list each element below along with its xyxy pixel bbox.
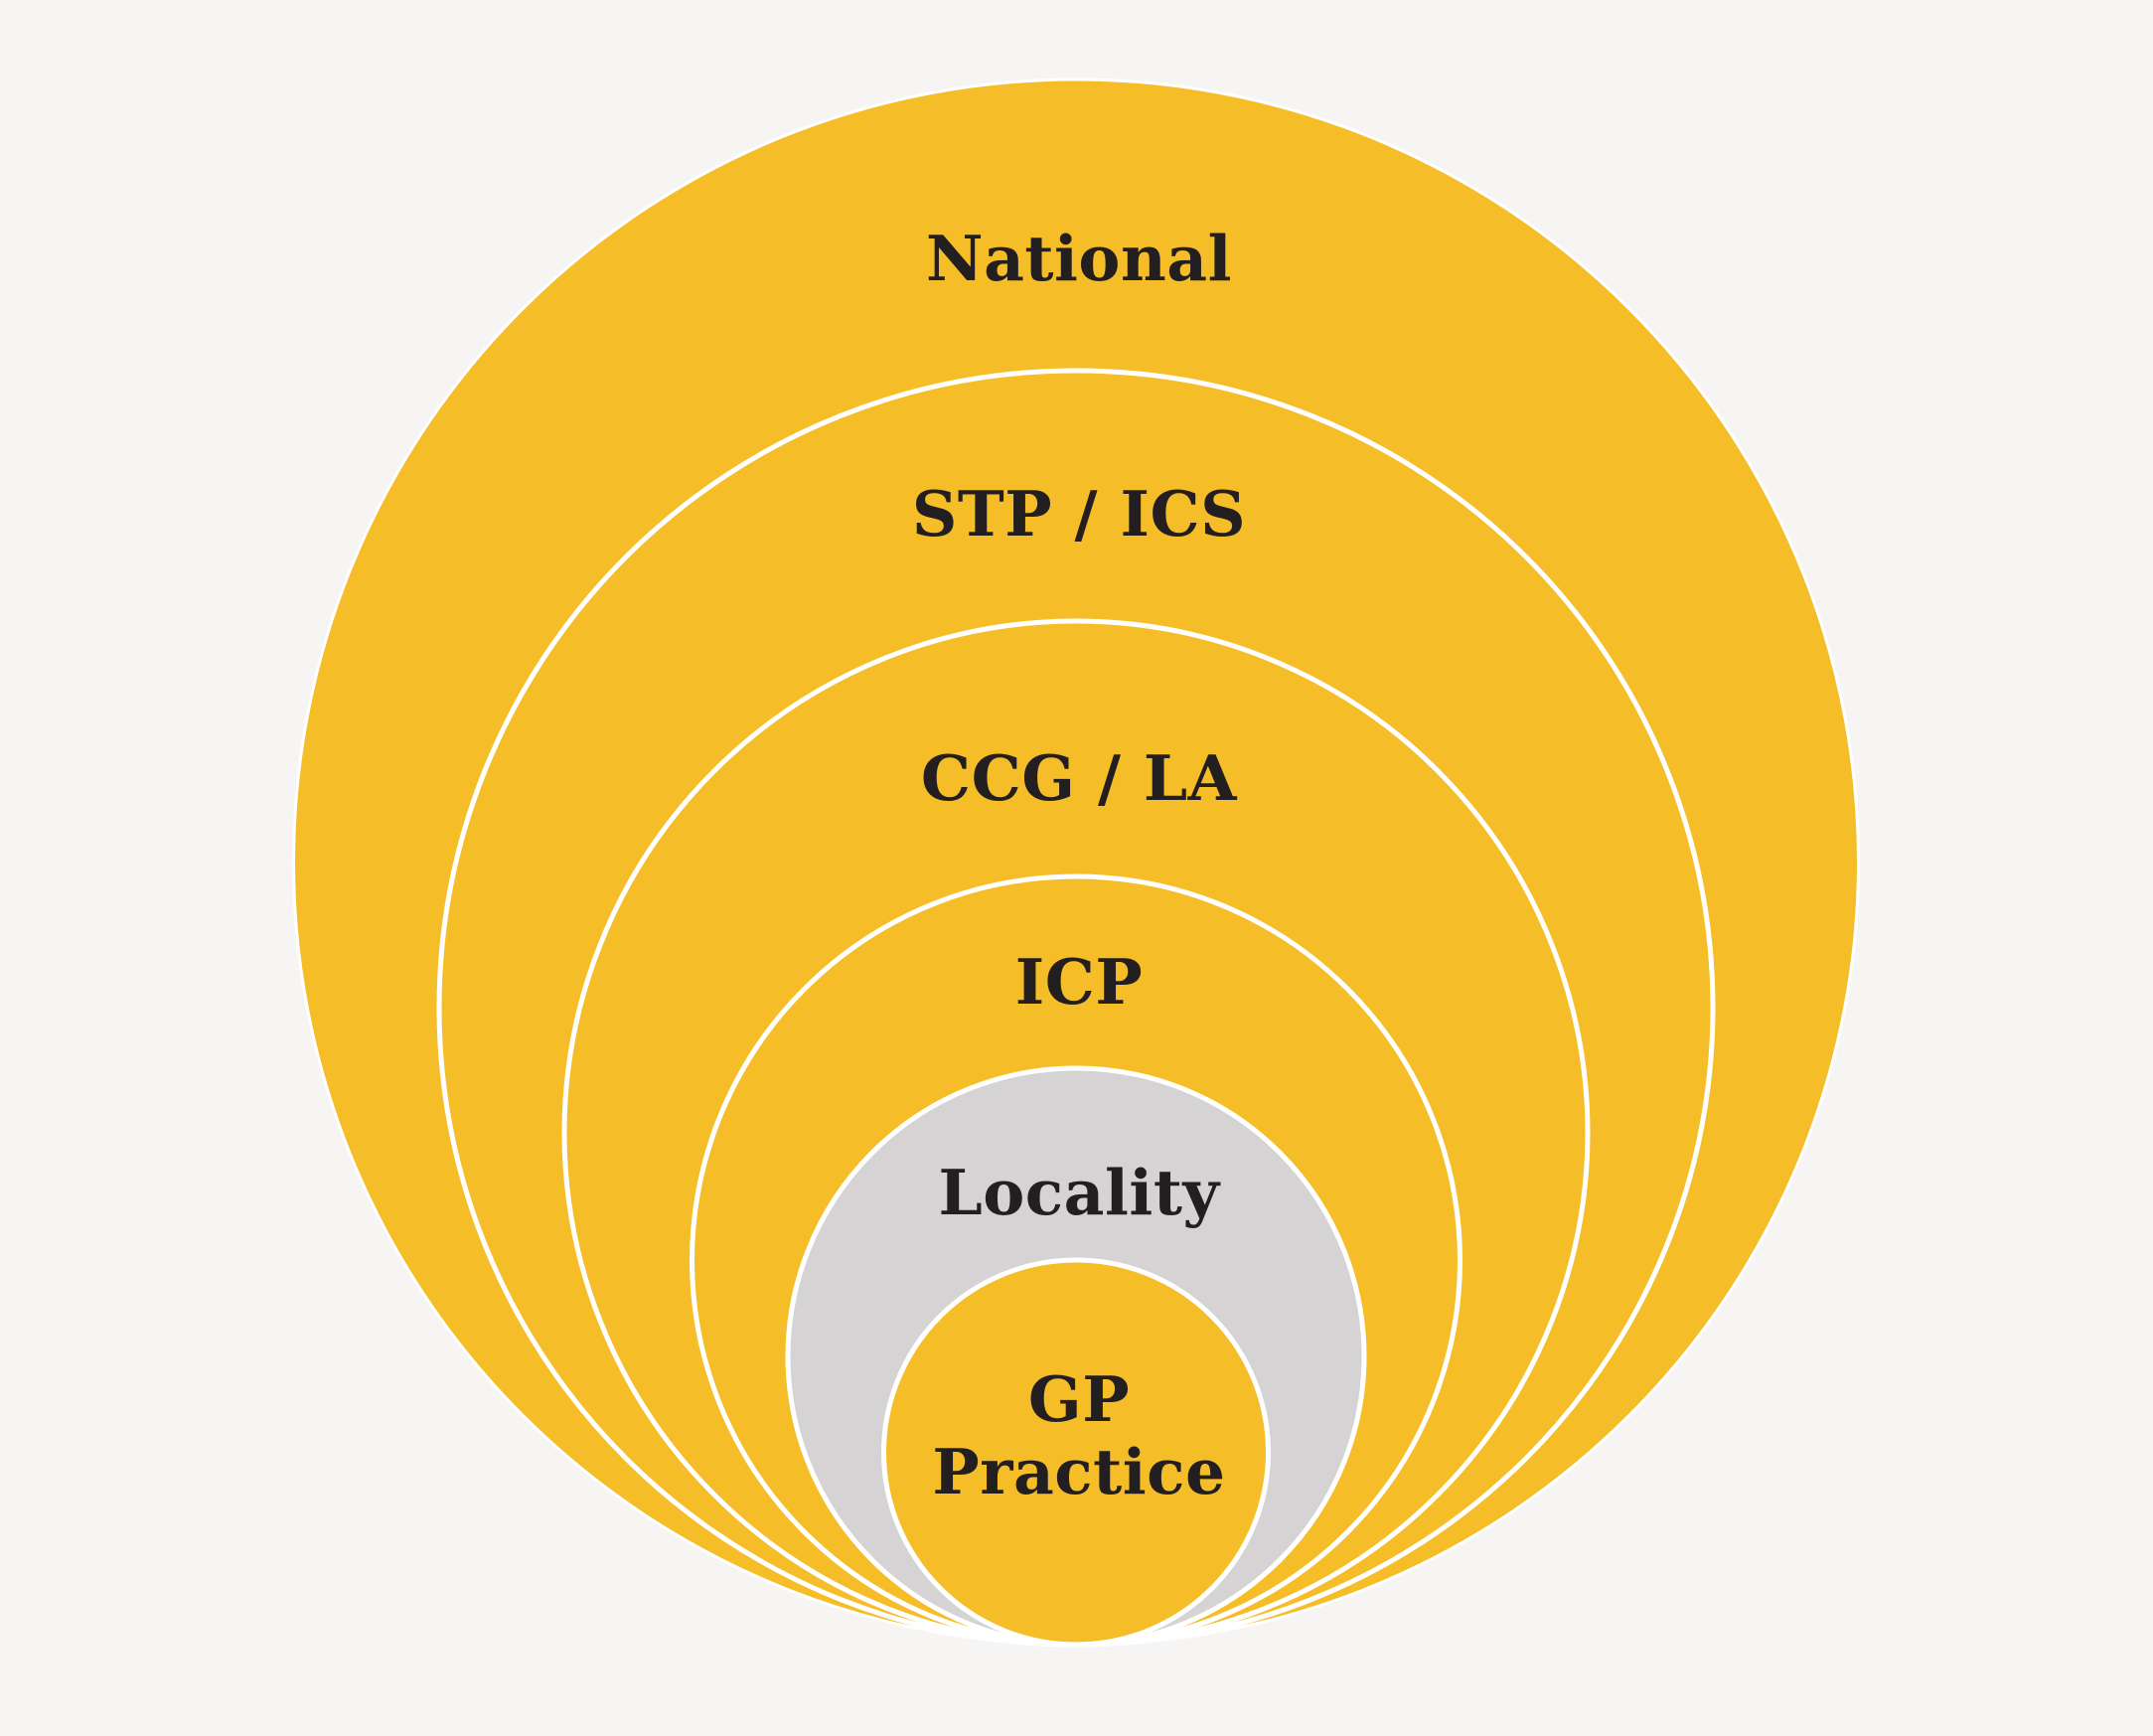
circle-gp-practice bbox=[881, 1257, 1271, 1648]
label-national: National bbox=[926, 222, 1232, 295]
label-gp-practice-line1: GP bbox=[1028, 1362, 1130, 1436]
label-stp-ics: STP / ICS bbox=[912, 477, 1246, 551]
label-gp-practice-line2: Practice bbox=[932, 1435, 1225, 1508]
label-ccg-la: CCG / LA bbox=[921, 741, 1238, 815]
label-icp: ICP bbox=[1015, 945, 1143, 1019]
label-locality: Locality bbox=[938, 1156, 1221, 1229]
